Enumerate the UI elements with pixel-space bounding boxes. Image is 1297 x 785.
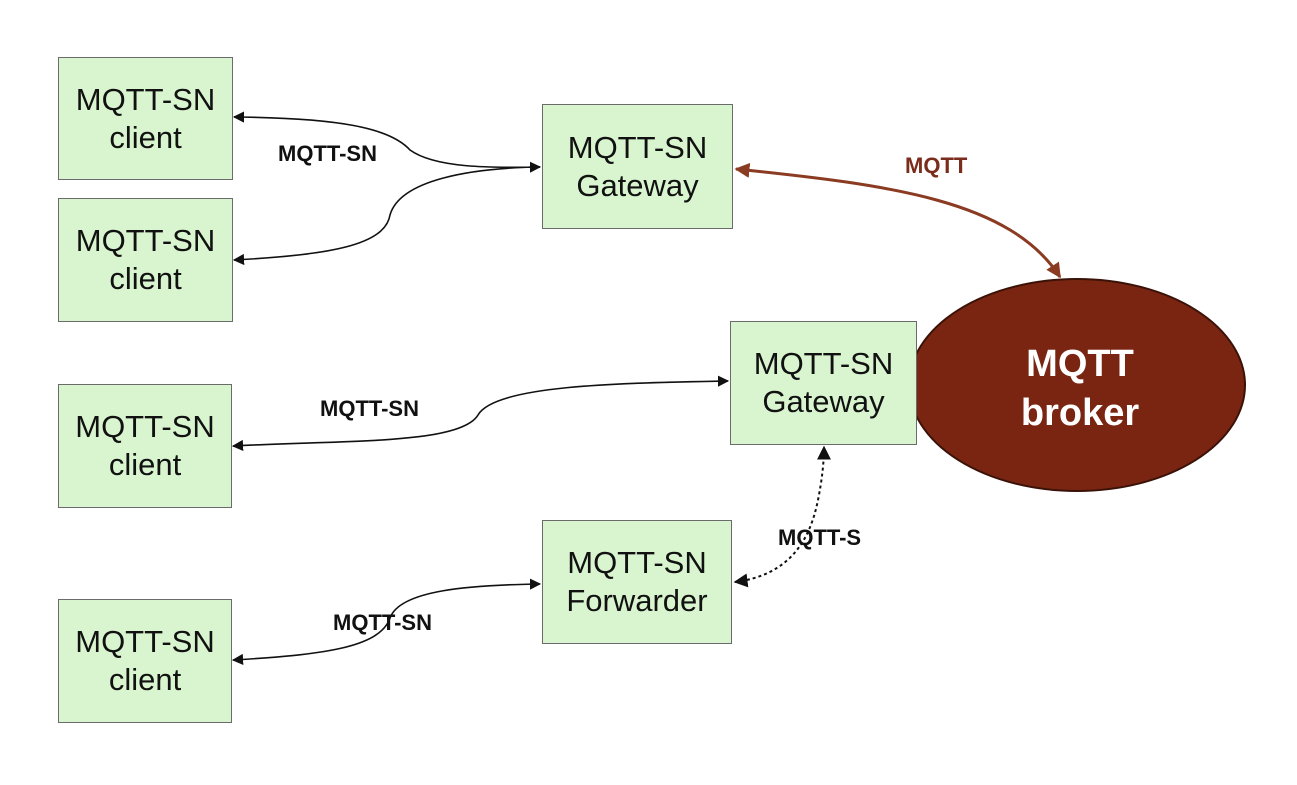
edge-client-1-gateway-top <box>232 111 542 173</box>
edge-label-clients-gateway-top: MQTT-SN <box>278 141 377 166</box>
forwarder-line1: MQTT-SN <box>567 545 707 581</box>
mqtt-broker-label: MQTT broker <box>960 340 1200 439</box>
client-3-line2: client <box>108 447 182 482</box>
edge-gateway-top-broker <box>734 162 1062 279</box>
broker-line2: broker <box>1020 392 1140 435</box>
client-4-line2: client <box>108 662 182 697</box>
client-4-line1: MQTT-SN <box>75 624 215 660</box>
edge-client-2-gateway-top <box>232 166 541 266</box>
client-1-line1: MQTT-SN <box>75 81 216 117</box>
mqtt-sn-client-4: MQTT-SN client <box>58 599 232 723</box>
edge-label-gateway-broker-mqtt: MQTT <box>905 153 968 178</box>
mqtt-sn-client-3: MQTT-SN client <box>58 384 232 508</box>
edge-label-forwarder-gateway: MQTT-S <box>778 525 862 550</box>
client-2-line2: client <box>109 261 182 296</box>
gateway-top-line2: Gateway <box>576 167 699 203</box>
edge-forwarder-gateway-broker <box>733 445 831 588</box>
mqtt-sn-forwarder: MQTT-SN Forwarder <box>542 520 732 644</box>
gateway-broker-line1: MQTT-SN <box>753 346 894 382</box>
client-2-line1: MQTT-SN <box>75 223 216 259</box>
edge-client-4-forwarder <box>231 578 542 666</box>
gateway-top-line1: MQTT-SN <box>567 129 708 165</box>
client-1-line2: client <box>109 119 182 155</box>
mqtt-sn-gateway-broker: MQTT-SN Gateway <box>730 321 917 445</box>
broker-line1: MQTT <box>1026 343 1134 385</box>
edge-label-client-3-gateway: MQTT-SN <box>320 396 419 421</box>
edge-label-client-4-forwarder: MQTT-SN <box>333 610 432 635</box>
mqtt-sn-client-1: MQTT-SN client <box>58 57 233 180</box>
edge-client-3-gateway-broker <box>231 375 730 452</box>
client-3-line1: MQTT-SN <box>75 409 215 445</box>
forwarder-line2: Forwarder <box>566 583 708 618</box>
mqtt-sn-gateway-top: MQTT-SN Gateway <box>542 104 733 229</box>
gateway-broker-line2: Gateway <box>762 384 885 419</box>
mqtt-sn-client-2: MQTT-SN client <box>58 198 233 322</box>
